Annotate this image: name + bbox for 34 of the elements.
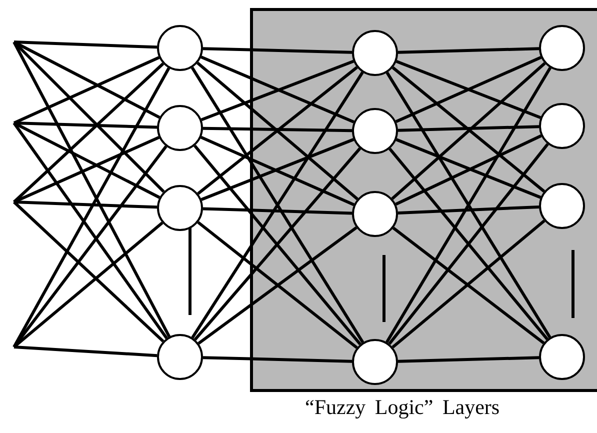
connection-line	[12, 40, 165, 193]
neuron-circle	[539, 25, 585, 71]
connection-line	[13, 222, 164, 348]
neuron-circle	[352, 108, 398, 154]
connection-line	[13, 122, 160, 199]
connection-line	[202, 47, 352, 54]
connection-line	[396, 138, 542, 199]
connection-line	[398, 125, 540, 132]
connection-line	[398, 47, 540, 54]
connection-line	[12, 62, 164, 204]
connection-line	[202, 126, 352, 132]
connection-line	[398, 205, 540, 215]
neuron-circle	[157, 25, 203, 71]
neuron-circle	[157, 334, 203, 380]
neuron-circle	[352, 30, 398, 76]
connection-line	[13, 136, 160, 204]
connection-line	[12, 200, 164, 342]
neuron-circle	[352, 191, 398, 237]
neuron-circle	[352, 339, 398, 385]
panel-caption: “Fuzzy Logic” Layers	[305, 395, 500, 420]
connection-line	[202, 356, 352, 363]
connection-line	[13, 40, 160, 119]
neuron-circle	[539, 103, 585, 149]
neuron-circle	[539, 183, 585, 229]
connection-line	[14, 200, 158, 209]
connection-line	[398, 356, 540, 363]
neuron-circle	[539, 334, 585, 380]
connection-line	[395, 134, 542, 206]
connection-line	[13, 56, 160, 124]
connection-line	[202, 207, 352, 215]
neuron-circle	[157, 185, 203, 231]
connection-line	[14, 346, 158, 358]
connection-line	[14, 40, 158, 49]
neuron-circle	[157, 105, 203, 151]
